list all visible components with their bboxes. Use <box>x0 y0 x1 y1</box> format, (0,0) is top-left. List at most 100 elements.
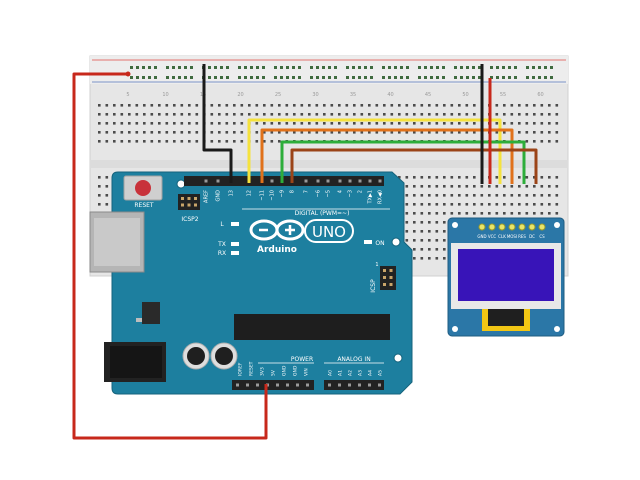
terminal-hole <box>173 140 176 143</box>
terminal-hole <box>420 104 424 107</box>
digital-header <box>184 176 384 186</box>
terminal-hole <box>345 104 349 107</box>
analog-header <box>324 380 384 390</box>
oled-ribbon-inner <box>488 309 524 326</box>
terminal-hole <box>165 113 169 116</box>
oled-pin <box>488 223 496 231</box>
digital-pin-hole <box>348 179 352 183</box>
power-jack-inner <box>110 346 162 378</box>
terminal-hole <box>180 131 184 134</box>
icsp-block <box>380 266 396 290</box>
terminal-hole <box>210 113 214 116</box>
terminal-hole <box>248 113 251 116</box>
rail-hole <box>214 76 217 79</box>
terminal-hole <box>555 176 559 179</box>
icsp-label: ICSP <box>370 279 377 293</box>
terminal-hole <box>458 113 461 116</box>
rail-hole <box>550 66 553 69</box>
oled-screen <box>458 249 554 301</box>
terminal-hole <box>465 185 469 188</box>
terminal-hole <box>428 104 431 107</box>
terminal-hole <box>233 122 236 125</box>
terminal-hole <box>533 122 536 125</box>
terminal-hole <box>405 194 409 197</box>
rail-hole <box>262 66 265 69</box>
terminal-hole <box>555 194 559 197</box>
rail-hole <box>226 76 229 79</box>
digital-pin-label: 7 <box>304 190 310 193</box>
terminal-hole <box>503 185 506 188</box>
rail-hole <box>346 66 349 69</box>
rail-hole <box>142 66 145 69</box>
mount-hole <box>554 326 560 332</box>
terminal-hole <box>555 131 559 134</box>
terminal-hole <box>345 122 349 125</box>
column-number: 55 <box>500 92 506 98</box>
terminal-hole <box>225 131 229 134</box>
rail-hole <box>286 66 289 69</box>
terminal-hole <box>113 131 116 134</box>
terminal-hole <box>390 113 394 116</box>
terminal-hole <box>420 185 424 188</box>
terminal-hole <box>540 122 544 125</box>
terminal-hole <box>555 212 559 215</box>
terminal-hole <box>548 113 551 116</box>
wire-green <box>280 140 526 184</box>
terminal-hole <box>293 113 296 116</box>
terminal-hole <box>173 104 176 107</box>
header-pin <box>187 197 191 200</box>
terminal-hole <box>540 185 544 188</box>
digital-pin-label: 8 <box>290 190 296 193</box>
terminal-hole <box>120 113 124 116</box>
terminal-hole <box>113 104 116 107</box>
terminal-hole <box>278 140 281 143</box>
rail-hole <box>256 66 259 69</box>
terminal-hole <box>105 185 109 188</box>
terminal-hole <box>413 176 416 179</box>
terminal-hole <box>308 122 311 125</box>
wire-red-5v <box>72 72 268 440</box>
terminal-hole <box>413 248 416 251</box>
rail-hole <box>298 76 301 79</box>
digital-pin-hole <box>358 179 362 183</box>
terminal-hole <box>420 212 424 215</box>
rail-hole <box>538 66 541 69</box>
rail-hole <box>136 76 139 79</box>
terminal-hole <box>225 140 229 143</box>
wire-black-gnd <box>202 64 233 183</box>
header-pin <box>383 269 386 272</box>
terminal-hole <box>405 203 409 206</box>
terminal-hole <box>368 104 371 107</box>
voltage-regulator <box>142 302 160 324</box>
rail-hole <box>406 66 409 69</box>
rail-hole <box>244 66 247 69</box>
terminal-hole <box>428 122 431 125</box>
terminal-hole <box>338 131 341 134</box>
rail-hole <box>514 76 517 79</box>
terminal-hole <box>458 185 461 188</box>
rail-hole <box>280 66 283 69</box>
terminal-hole <box>555 185 559 188</box>
terminal-hole <box>510 194 514 197</box>
terminal-hole <box>465 122 469 125</box>
terminal-hole <box>98 122 101 125</box>
analog-pin-label: A3 <box>358 370 364 376</box>
terminal-hole <box>278 131 281 134</box>
terminal-hole <box>435 248 439 251</box>
terminal-hole <box>405 104 409 107</box>
oled-pin-label: CS <box>539 234 545 239</box>
analog-pin-hole <box>348 383 351 387</box>
rail-hole <box>208 66 211 69</box>
rail-hole <box>490 66 493 69</box>
rail-hole <box>274 66 277 69</box>
terminal-hole <box>323 131 326 134</box>
terminal-hole <box>375 104 379 107</box>
led-l-label: L <box>220 221 224 228</box>
terminal-hole <box>98 203 101 206</box>
digital-pin-hole <box>270 179 274 183</box>
terminal-hole <box>405 212 409 215</box>
led-tx-label: TX <box>217 241 226 248</box>
terminal-hole <box>420 239 424 242</box>
terminal-hole <box>443 257 446 260</box>
